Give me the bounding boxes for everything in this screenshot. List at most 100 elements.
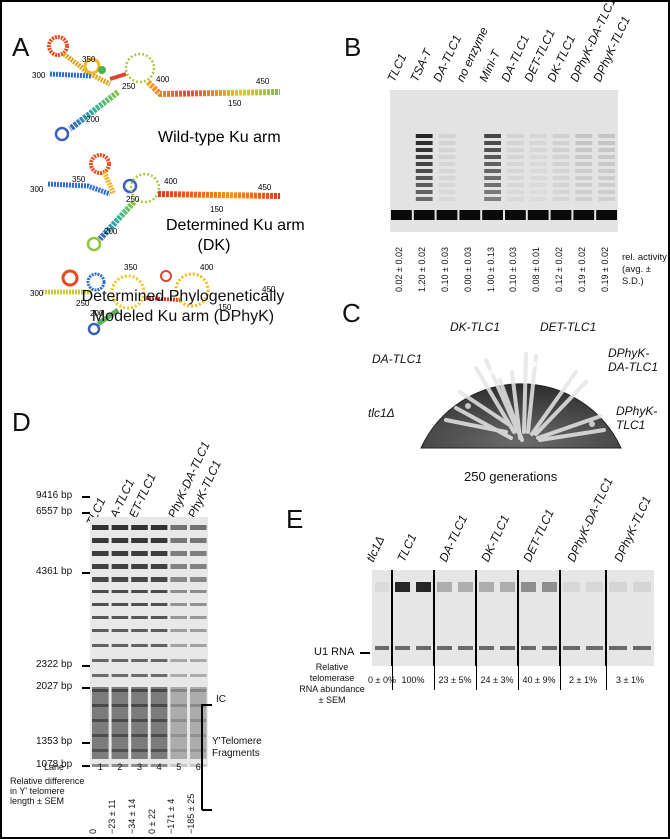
d-blot-band xyxy=(150,603,168,606)
e-u1-band xyxy=(521,646,536,650)
svg-text:400: 400 xyxy=(200,263,214,272)
b-ladder-band xyxy=(507,134,524,138)
e-telomerase-band xyxy=(395,582,410,592)
d-marker-tick xyxy=(82,512,90,514)
d-blot-band xyxy=(170,704,187,707)
svg-text:350: 350 xyxy=(124,263,138,272)
svg-text:200: 200 xyxy=(104,227,118,236)
b-ladder-band xyxy=(438,176,456,180)
b-ladder-band xyxy=(438,183,456,187)
b-ladder-band xyxy=(552,148,570,152)
svg-text:250: 250 xyxy=(126,195,140,204)
d-telomere-smear xyxy=(150,687,168,759)
b-ladder-band xyxy=(438,141,456,145)
b-ladder-band xyxy=(438,134,456,138)
svg-text:350: 350 xyxy=(72,175,86,184)
b-primer-band xyxy=(596,210,617,220)
d-blot-band xyxy=(131,551,148,556)
c-label-tlc1-delta: tlc1Δ xyxy=(368,406,395,420)
b-ladder-band xyxy=(484,148,501,152)
d-blot-band xyxy=(190,764,207,767)
e-abundance-value: 40 ± 9% xyxy=(522,675,556,685)
e-u1-band xyxy=(609,646,627,650)
b-ladder-band xyxy=(575,134,593,138)
panel-label-b: B xyxy=(344,32,362,62)
rel-value: −34 ± 14 xyxy=(127,798,137,834)
d-blot-band xyxy=(92,525,109,530)
b-ladder-band xyxy=(552,141,570,145)
e-u1-band xyxy=(563,646,580,650)
d-marker-tick xyxy=(82,687,90,689)
b-ladder-band xyxy=(529,176,547,180)
panel-b-gel xyxy=(390,90,618,232)
c-label-da: DA-TLC1 xyxy=(372,352,423,366)
d-blot-band xyxy=(150,674,168,677)
d-marker-tick xyxy=(82,665,90,667)
c-label-dphykda: DPhyK- DA-TLC1 xyxy=(608,346,659,374)
lane-number: 1 xyxy=(97,762,103,772)
panel-c-plate xyxy=(420,352,622,449)
b-ladder-band xyxy=(552,169,570,173)
d-blot-band xyxy=(190,603,207,606)
b-ladder-band xyxy=(575,141,593,145)
b-ladder-band xyxy=(552,155,570,159)
d-blot-band xyxy=(131,590,148,593)
d-blot-band xyxy=(170,674,187,677)
d-blot-band xyxy=(92,659,109,662)
b-ladder-band xyxy=(529,183,547,187)
b-ladder-band xyxy=(415,190,433,194)
svg-text:150: 150 xyxy=(210,205,224,214)
e-value-divider xyxy=(434,656,435,690)
e-value-divider xyxy=(392,656,393,690)
d-telomere-smear xyxy=(170,687,187,759)
b-ladder-band xyxy=(507,183,524,187)
rel-value: −23 ± 11 xyxy=(107,799,118,834)
b-ladder-band xyxy=(575,197,593,201)
d-blot-band xyxy=(190,629,207,632)
b-ladder-band xyxy=(598,141,615,145)
d-blot-band xyxy=(170,644,187,647)
svg-text:450: 450 xyxy=(262,285,276,294)
d-blot-band xyxy=(190,564,207,569)
svg-text:300: 300 xyxy=(30,289,44,298)
d-blot-band xyxy=(150,564,168,569)
svg-text:300: 300 xyxy=(30,185,44,194)
c-label-dk: DK-TLC1 xyxy=(450,320,501,334)
d-blot-band xyxy=(190,590,207,593)
e-value-divider xyxy=(606,656,607,690)
d-telomere-smear xyxy=(111,687,129,759)
b-ladder-band xyxy=(415,162,433,166)
e-u1-band xyxy=(375,646,389,650)
b-ladder-band xyxy=(415,197,433,201)
d-blot-band xyxy=(131,659,148,662)
e-lane-header: tlc1Δ xyxy=(363,533,388,564)
b-ladder-band xyxy=(438,190,456,194)
d-marker-label: 6557 bp xyxy=(36,506,73,517)
d-blot-band xyxy=(190,704,207,707)
d-blot-band xyxy=(131,577,148,582)
d-blot-band xyxy=(170,734,187,737)
d-blot-band xyxy=(150,659,168,662)
d-blot-band xyxy=(170,525,187,530)
d-blot-band xyxy=(131,525,148,530)
d-blot-band xyxy=(190,577,207,582)
e-value-divider xyxy=(560,656,561,690)
e-value-divider xyxy=(476,656,477,690)
rel-value: −185 ± 25 xyxy=(185,793,196,834)
b-ladder-band xyxy=(530,197,547,201)
d-blot-band xyxy=(131,764,148,767)
d-marker-label: 9416 bp xyxy=(36,490,73,501)
b-ladder-band xyxy=(529,169,547,173)
panel-label-d: D xyxy=(12,407,31,437)
e-telomerase-band xyxy=(586,582,603,592)
b-ladder-band xyxy=(507,155,524,159)
d-blot-band xyxy=(111,629,129,632)
b-ladder-band xyxy=(575,169,593,173)
u1-label: U1 RNA xyxy=(314,646,355,658)
b-ladder-band xyxy=(598,183,615,187)
d-blot-band xyxy=(131,629,148,632)
d-blot-band xyxy=(92,644,109,647)
b-ladder-band xyxy=(484,134,501,138)
d-blot-band xyxy=(170,689,187,692)
d-blot-band xyxy=(131,674,148,677)
